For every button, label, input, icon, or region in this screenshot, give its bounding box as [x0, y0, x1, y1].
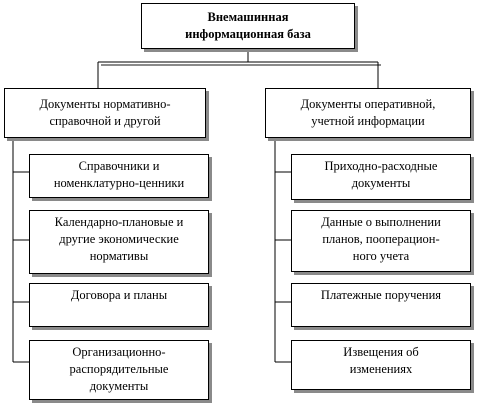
left-category-label: Документы нормативно- справочной и друго… — [39, 97, 171, 128]
left-item-node: Организационно- распорядительные докумен… — [29, 340, 209, 400]
left-item-label: Справочники и номенклатурно-ценники — [53, 159, 185, 190]
right-item-label: Извещения об изменениях — [343, 345, 419, 376]
left-item-node: Календарно-плановые и другие экономическ… — [29, 210, 209, 274]
root-label: Внемашинная информационная база — [185, 10, 311, 41]
right-item-label: Платежные поручения — [320, 288, 442, 302]
right-category-node: Документы оперативной, учетной информаци… — [265, 88, 471, 138]
left-item-node: Договора и планы — [29, 283, 209, 327]
left-item-label: Календарно-плановые и другие экономическ… — [54, 215, 184, 263]
left-item-label: Организационно- распорядительные докумен… — [69, 345, 169, 393]
right-item-node: Приходно-расходные документы — [291, 154, 471, 200]
right-item-label: Приходно-расходные документы — [324, 159, 438, 190]
right-item-node: Платежные поручения — [291, 283, 471, 327]
root-node: Внемашинная информационная база — [141, 3, 355, 49]
left-category-node: Документы нормативно- справочной и друго… — [4, 88, 206, 138]
left-item-label: Договора и планы — [70, 288, 168, 302]
right-category-label: Документы оперативной, учетной информаци… — [300, 97, 436, 128]
right-item-label: Данные о выполнении планов, пооперацион-… — [321, 215, 441, 263]
right-item-node: Данные о выполнении планов, пооперацион-… — [291, 210, 471, 272]
right-item-node: Извещения об изменениях — [291, 340, 471, 390]
left-item-node: Справочники и номенклатурно-ценники — [29, 154, 209, 198]
